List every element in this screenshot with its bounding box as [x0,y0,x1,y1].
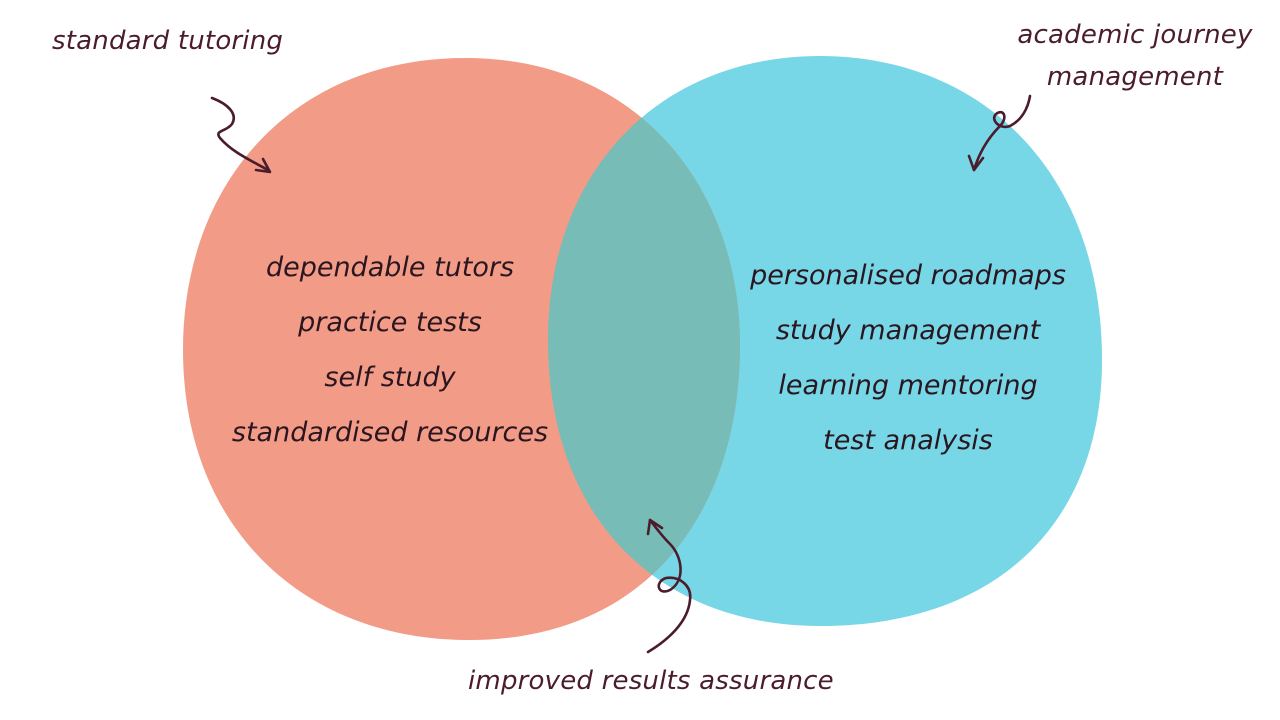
left-items: dependable tutors practice tests self st… [230,240,550,460]
right-set-label-line1: academic journey [1017,20,1253,50]
overlap-region [548,58,741,626]
right-item: test analysis [823,425,993,456]
left-set-label: standard tutoring [52,26,284,56]
left-item: standardised resources [231,417,549,448]
right-item: personalised roadmaps [750,260,1066,291]
right-set-label: academic journey management [1010,14,1260,98]
intersection-label: improved results assurance [468,666,834,696]
right-item: learning mentoring [778,370,1038,401]
left-item: practice tests [298,307,482,338]
right-set-label-line2: management [1046,62,1224,92]
left-item: self study [324,362,456,393]
arrow-left-label [210,96,272,174]
arrow-right-label [967,94,1032,172]
arrow-bottom-label [646,518,692,654]
left-item: dependable tutors [265,252,515,283]
right-item: study management [775,315,1041,346]
right-items: personalised roadmaps study management l… [748,248,1068,468]
